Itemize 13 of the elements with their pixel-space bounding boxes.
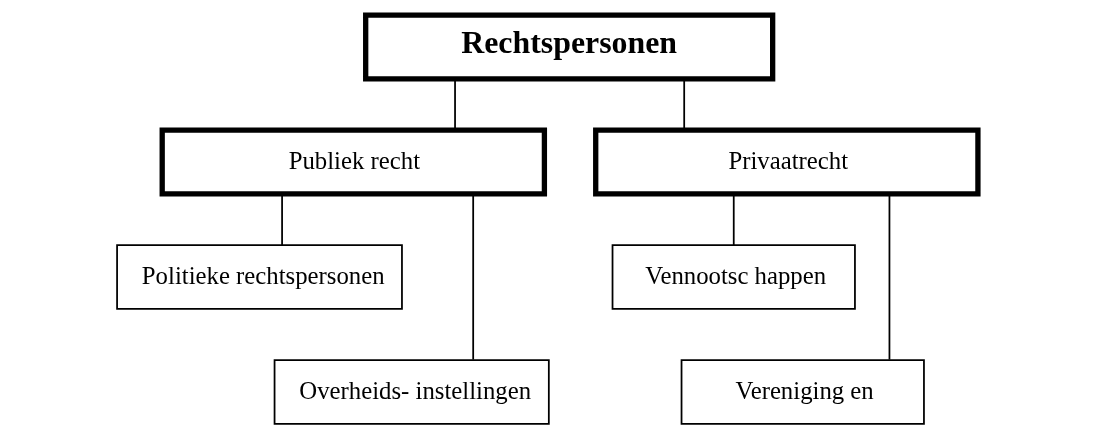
node-box: Vereniging en xyxy=(680,359,925,425)
node-box: Politieke rechtspersonen xyxy=(115,244,403,310)
connector xyxy=(888,193,890,361)
node-box: Overheids- instellingen xyxy=(273,359,550,425)
connector xyxy=(732,193,735,247)
node-box: Privaatrecht xyxy=(592,127,981,197)
connector xyxy=(280,193,283,247)
node-box: Rechtspersonen xyxy=(362,12,775,82)
node-box: Publiek recht xyxy=(159,127,547,197)
connector xyxy=(682,78,685,131)
node-box: Vennootsc happen xyxy=(611,244,856,310)
connector xyxy=(471,193,474,361)
connector xyxy=(453,78,456,131)
